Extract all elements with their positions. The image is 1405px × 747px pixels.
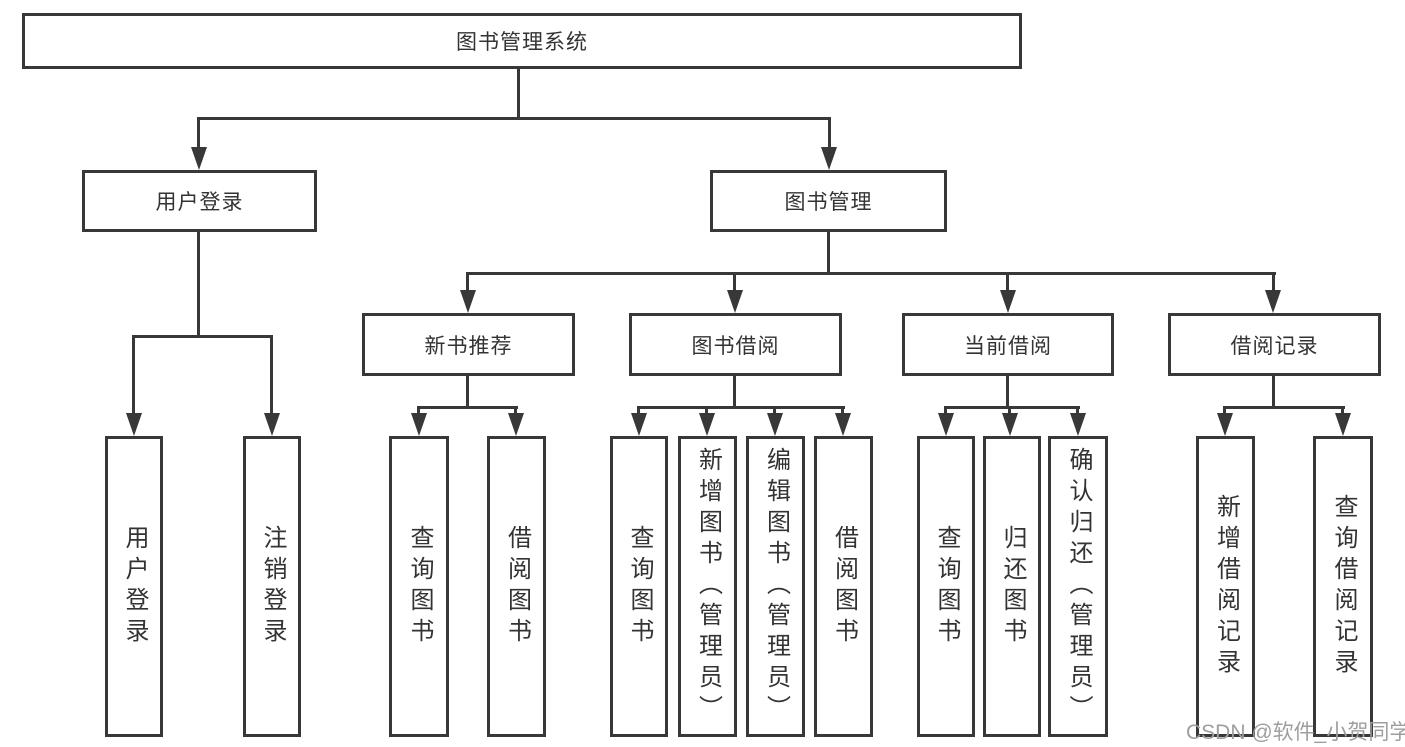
node-current-borrow: 当前借阅 <box>902 313 1114 376</box>
arrow-down-icon <box>767 413 783 436</box>
connector-line <box>827 232 830 275</box>
arrow-down-icon <box>1002 413 1018 436</box>
connector-line <box>944 406 947 416</box>
arrow-down-icon <box>411 413 427 436</box>
arrow-down-icon <box>938 413 954 436</box>
leaf-label: 用户登录 <box>121 524 148 649</box>
leaf-user-login: 用户登录 <box>105 436 163 737</box>
connector-line <box>197 117 200 150</box>
leaf-label: 查询图书 <box>406 524 433 649</box>
leaf-label: 借阅图书 <box>830 524 858 649</box>
leaf-return-book: 归还图书 <box>983 436 1041 737</box>
arrow-down-icon <box>264 413 280 436</box>
leaf-borrow-query-book: 查询图书 <box>610 436 668 737</box>
arrow-down-icon <box>460 290 476 313</box>
node-book-borrow: 图书借阅 <box>629 313 842 376</box>
connector-line <box>637 406 845 409</box>
leaf-label: 新增图书（管理员） <box>694 447 722 726</box>
connector-line <box>841 406 844 416</box>
leaf-confirm-return-admin: 确认归还（管理员） <box>1048 436 1108 737</box>
leaf-recommend-query-book: 查询图书 <box>389 436 449 737</box>
connector-line <box>270 335 273 416</box>
arrow-down-icon <box>1217 413 1233 436</box>
node-label: 图书管理 <box>784 191 873 214</box>
leaf-label: 新增借阅记录 <box>1212 493 1240 680</box>
connector-line <box>1076 406 1079 416</box>
arrow-down-icon <box>1335 413 1351 436</box>
node-library-system: 图书管理系统 <box>22 13 1022 69</box>
leaf-logout: 注销登录 <box>243 436 301 737</box>
leaf-recommend-borrow-book: 借阅图书 <box>487 436 546 737</box>
leaf-label: 编辑图书（管理员） <box>762 447 790 726</box>
arrow-down-icon <box>835 413 851 436</box>
leaf-add-book-admin: 新增图书（管理员） <box>678 436 737 737</box>
connector-line <box>466 272 469 293</box>
leaf-query-borrow-record: 查询借阅记录 <box>1313 436 1373 737</box>
connector-line <box>466 272 1276 275</box>
connector-line <box>637 406 640 416</box>
arrow-down-icon <box>821 147 837 170</box>
connector-line <box>417 406 420 416</box>
csdn-watermark: CSDN @软件_小贺同学 <box>1186 721 1405 744</box>
leaf-label: 确认归还（管理员） <box>1065 447 1092 726</box>
leaf-current-query-book: 查询图书 <box>917 436 975 737</box>
node-label: 当前借阅 <box>964 334 1052 358</box>
connector-line <box>417 406 518 409</box>
connector-line <box>773 406 776 416</box>
connector-line <box>1223 406 1226 416</box>
node-user-login: 用户登录 <box>82 170 317 232</box>
node-label: 图书管理系统 <box>456 31 588 54</box>
connector-line <box>517 69 520 119</box>
connector-line <box>1341 406 1344 416</box>
arrow-down-icon <box>727 290 743 313</box>
arrow-down-icon <box>126 413 142 436</box>
leaf-label: 借阅图书 <box>503 524 531 649</box>
leaf-add-borrow-record: 新增借阅记录 <box>1196 436 1255 737</box>
leaf-edit-book-admin: 编辑图书（管理员） <box>746 436 805 737</box>
connector-line <box>705 406 708 416</box>
connector-line <box>1008 406 1011 416</box>
connector-line <box>944 406 1080 409</box>
node-book-management: 图书管理 <box>710 170 947 232</box>
arrow-down-icon <box>191 147 207 170</box>
connector-line <box>1272 272 1275 293</box>
arrow-down-icon <box>631 413 647 436</box>
connector-line <box>197 232 200 336</box>
arrow-down-icon <box>1070 413 1086 436</box>
leaf-label: 归还图书 <box>999 524 1026 649</box>
connector-line <box>197 117 831 120</box>
node-label: 图书借阅 <box>691 334 780 358</box>
node-label: 新书推荐 <box>424 334 513 358</box>
leaf-label: 注销登录 <box>259 524 286 649</box>
connector-line <box>514 406 517 416</box>
connector-line <box>466 376 469 408</box>
connector-line <box>828 117 831 150</box>
connector-line <box>733 376 736 408</box>
connector-line <box>1006 272 1009 293</box>
connector-line <box>1006 376 1009 408</box>
node-new-book-recommend: 新书推荐 <box>362 313 575 376</box>
leaf-label: 查询图书 <box>626 524 653 649</box>
connector-line <box>132 335 273 338</box>
leaf-borrow-book: 借阅图书 <box>814 436 873 737</box>
node-borrow-records: 借阅记录 <box>1168 313 1381 376</box>
leaf-label: 查询借阅记录 <box>1330 493 1357 680</box>
connector-line <box>132 335 135 416</box>
node-label: 借阅记录 <box>1230 334 1319 358</box>
arrow-down-icon <box>1265 290 1281 313</box>
arrow-down-icon <box>699 413 715 436</box>
connector-line <box>1272 376 1275 408</box>
connector-line <box>1223 406 1345 409</box>
leaf-label: 查询图书 <box>933 524 960 649</box>
connector-line <box>733 272 736 293</box>
node-label: 用户登录 <box>155 191 244 214</box>
arrow-down-icon <box>1000 290 1016 313</box>
arrow-down-icon <box>508 413 524 436</box>
